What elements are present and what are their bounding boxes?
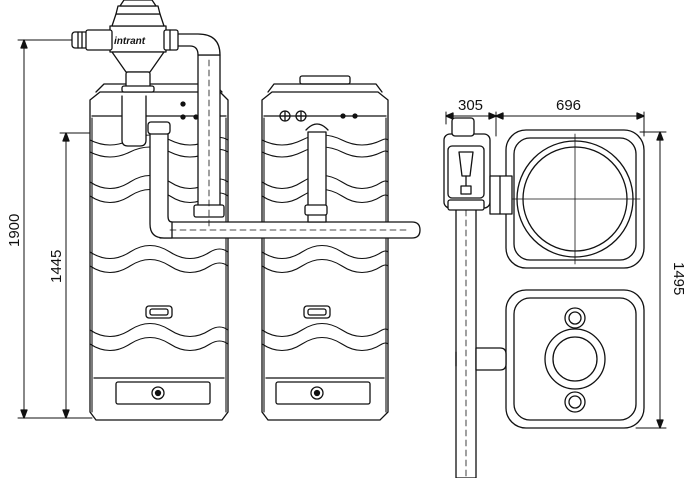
right-tank-drain-icon xyxy=(310,386,324,400)
top-view-lower-tank xyxy=(505,289,645,429)
filter-unit xyxy=(71,0,179,93)
label-pair-depth: 1495 xyxy=(670,262,687,295)
right-tank xyxy=(261,75,389,421)
dimension-depth xyxy=(635,131,667,429)
dimension-total-height xyxy=(17,39,93,419)
front-piping xyxy=(121,33,421,239)
dimension-width xyxy=(445,111,645,137)
right-tank-handle xyxy=(303,305,331,319)
right-tank-bottom-panel xyxy=(275,381,371,405)
lower-tank-lid-icon xyxy=(544,328,606,390)
label-tank-height: 1445 xyxy=(48,250,65,283)
left-tank-handle xyxy=(145,305,173,319)
label-tank-width: 696 xyxy=(556,97,581,114)
dimension-tank-height xyxy=(59,132,93,419)
left-tank-bottom-panel xyxy=(115,381,211,405)
label-total-height: 1900 xyxy=(6,214,23,247)
left-tank-drain-icon xyxy=(151,386,165,400)
top-view-pipe xyxy=(443,117,513,478)
top-view-upper-tank xyxy=(505,129,645,269)
filter-logo-text: intrant xyxy=(114,36,146,47)
label-pipe-offset: 305 xyxy=(458,97,483,114)
